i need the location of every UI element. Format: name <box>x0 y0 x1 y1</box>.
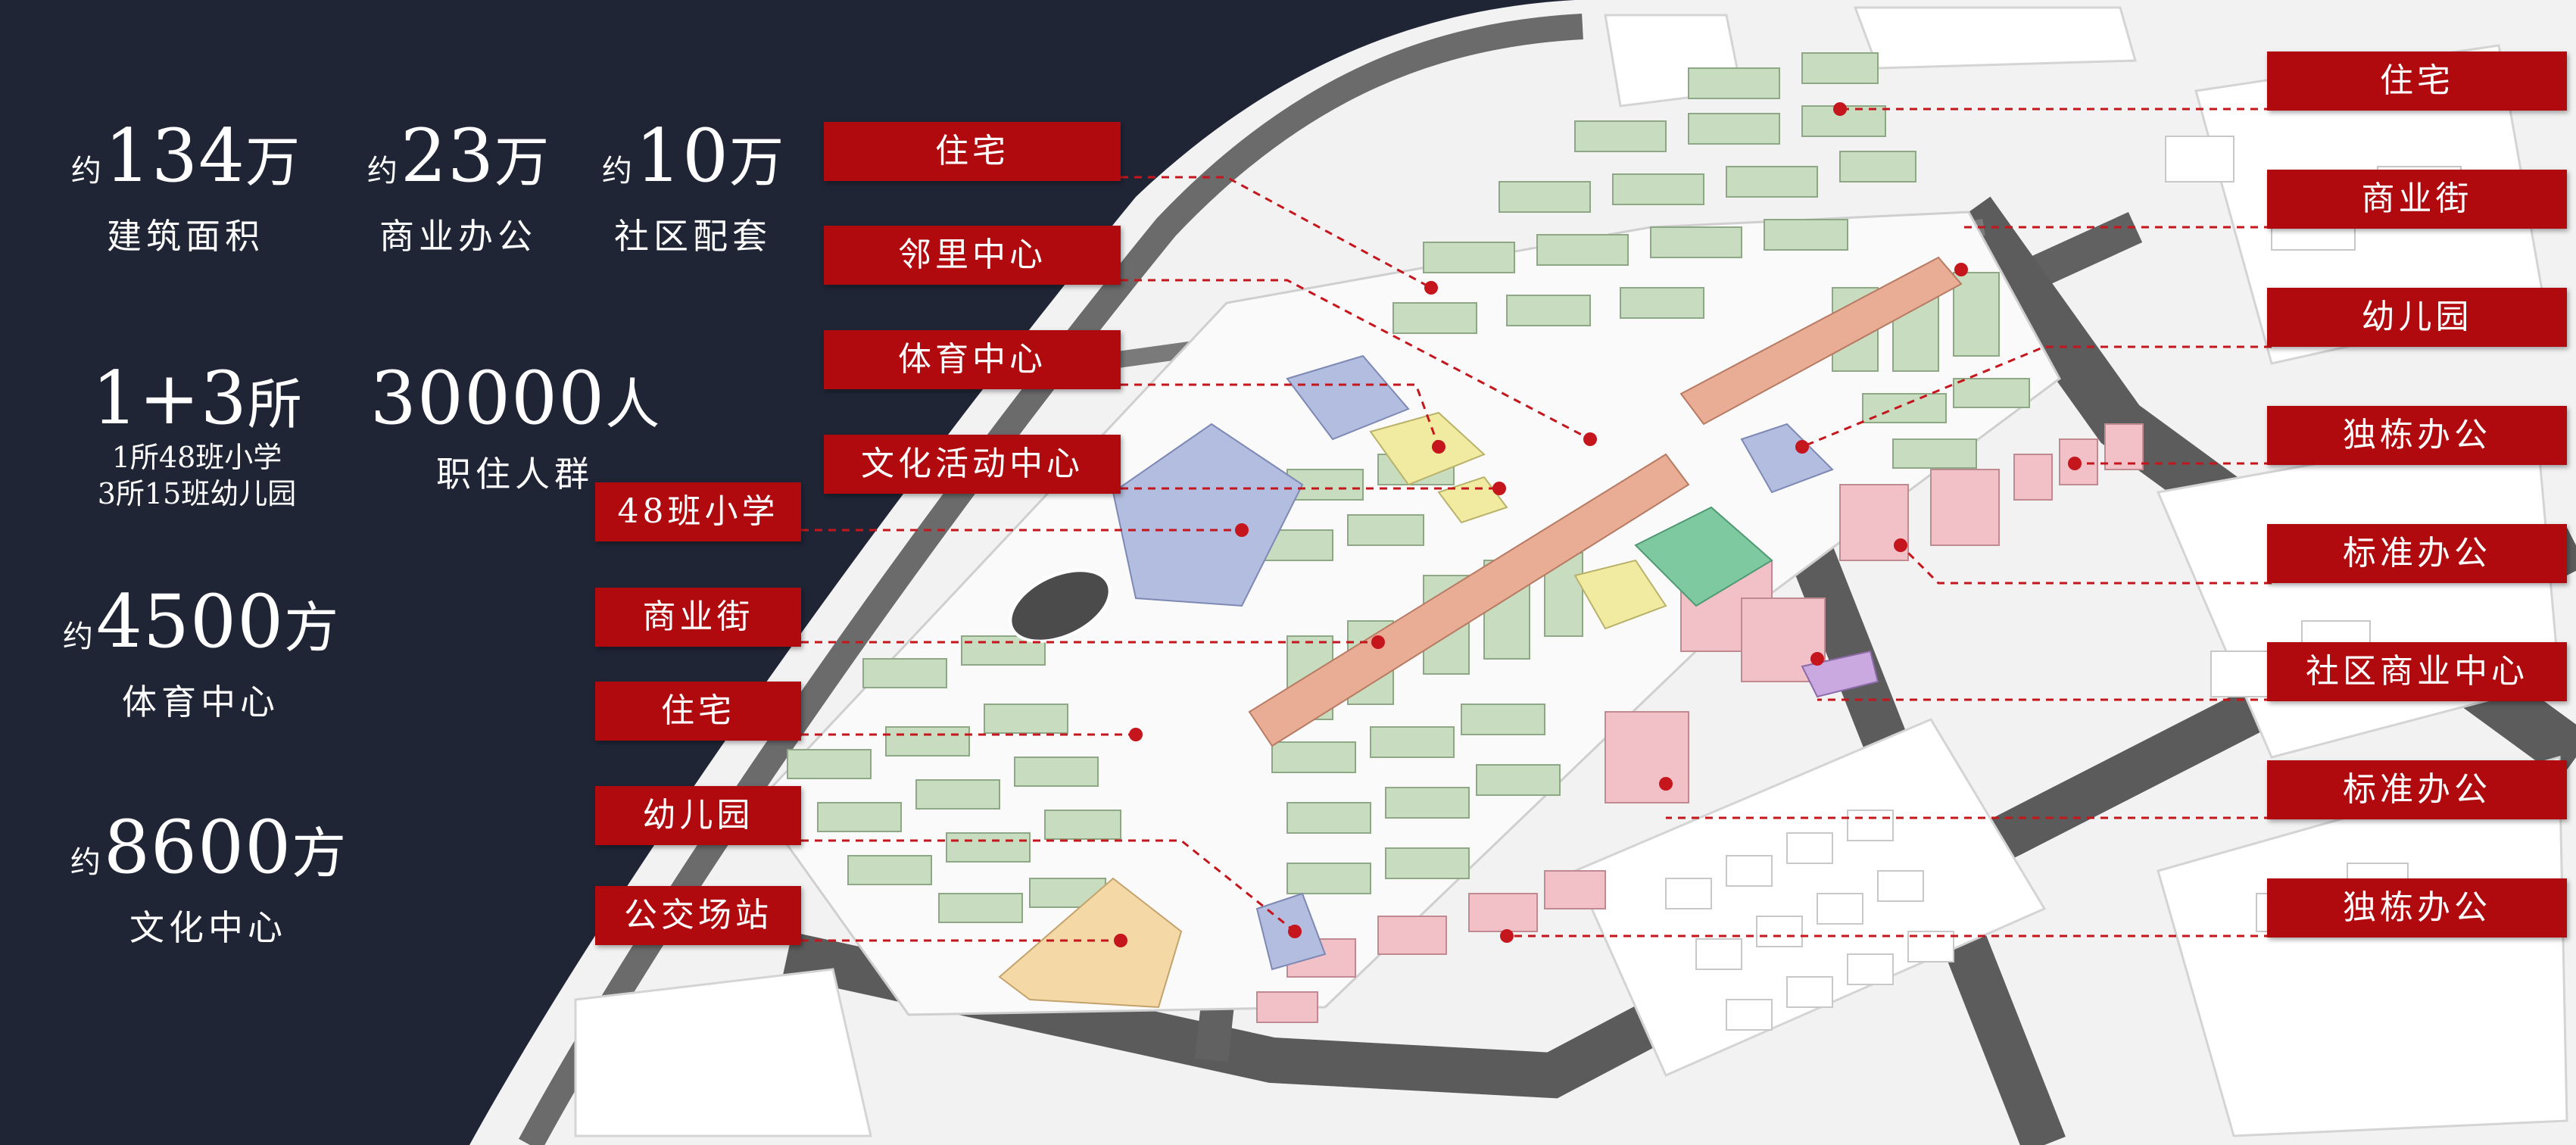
stat-sports-center: 约4500方 体育中心 <box>61 583 341 725</box>
stat-prefix: 约 <box>70 154 101 189</box>
label-right-residential: 住宅 <box>2267 51 2567 111</box>
stat-population: 30000人 职住人群 <box>363 360 666 497</box>
leader-dots <box>1114 102 2082 947</box>
stat-unit: 人 <box>605 373 660 436</box>
stat-value: 134 <box>104 114 246 198</box>
stat-prefix: 约 <box>366 154 398 189</box>
label-right-kindergarten: 幼儿园 <box>2267 288 2567 347</box>
stat-value: 4500 <box>95 579 285 664</box>
stat-value: 8600 <box>103 805 292 890</box>
lower-road <box>782 525 2576 1099</box>
label-cultural-activity-center: 文化活动中心 <box>824 435 1121 494</box>
office-blocks <box>1256 423 2144 1023</box>
stat-caption: 文化中心 <box>129 907 287 948</box>
stat-floor-area: 约134万 建筑面积 <box>61 117 310 259</box>
culture-center-block <box>998 877 1183 1009</box>
commercial-street <box>1248 256 1963 747</box>
stat-school-line-2: 3所15班幼儿园 <box>97 477 297 510</box>
stat-unit: 万 <box>729 130 784 194</box>
stat-culture-center: 约8600方 文化中心 <box>61 809 356 950</box>
stat-prefix: 约 <box>601 154 632 189</box>
stat-unit: 方 <box>292 822 347 885</box>
stat-caption: 体育中心 <box>122 682 279 722</box>
label-bus-station: 公交场站 <box>595 886 801 945</box>
label-standalone-office-2: 独栋办公 <box>2267 878 2567 938</box>
stat-unit: 万 <box>245 130 301 194</box>
label-standard-office-2: 标准办公 <box>2267 760 2567 819</box>
stat-school-line-1: 1所48班小学 <box>111 441 282 474</box>
label-standard-office-1: 标准办公 <box>2267 524 2567 583</box>
stat-prefix: 约 <box>62 619 93 654</box>
stat-commercial-office: 约23万 商业办公 <box>348 117 568 259</box>
stat-caption: 职住人群 <box>436 454 594 495</box>
label-standalone-office-1: 独栋办公 <box>2267 406 2567 465</box>
label-right-commercial-street: 商业街 <box>2267 170 2567 229</box>
label-left-kindergarten: 幼儿园 <box>595 786 801 845</box>
stat-unit: 所 <box>247 373 302 436</box>
label-primary-school: 48班小学 <box>595 482 801 541</box>
label-neighborhood-center: 邻里中心 <box>824 226 1121 285</box>
stat-schools: 1+3所 1所48班小学 3所15班幼儿园 <box>68 360 326 512</box>
context-blocks <box>574 6 2568 1137</box>
stat-value: 23 <box>400 114 495 198</box>
stat-value: 1+3 <box>92 356 248 441</box>
stat-caption: 商业办公 <box>379 216 537 257</box>
sports-field <box>1634 506 1773 607</box>
stat-unit: 万 <box>494 130 550 194</box>
label-left-residential: 住宅 <box>824 122 1121 181</box>
stat-unit: 方 <box>284 596 339 660</box>
stat-prefix: 约 <box>70 845 101 880</box>
label-community-commercial-center: 社区商业中心 <box>2267 642 2567 701</box>
stat-caption: 社区配套 <box>614 216 772 257</box>
label-left-commercial-street: 商业街 <box>595 588 801 647</box>
label-sports-center: 体育中心 <box>824 330 1121 389</box>
leader-lines <box>801 108 2272 942</box>
stat-community-facilities: 约10万 社区配套 <box>583 117 803 259</box>
stat-caption: 建筑面积 <box>107 216 264 257</box>
stat-value: 30000 <box>370 356 606 441</box>
education-blocks <box>1369 411 1667 630</box>
running-track <box>1009 569 1112 643</box>
stat-value: 10 <box>635 114 730 198</box>
label-left-residential-2: 住宅 <box>595 682 801 741</box>
civic-blocks <box>1112 354 1834 971</box>
